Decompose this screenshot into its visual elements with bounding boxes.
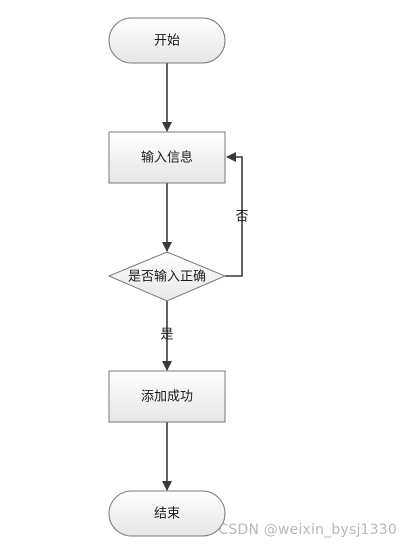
input-info-node: 输入信息 (108, 131, 226, 184)
input-info-label: 输入信息 (141, 150, 193, 166)
start-node: 开始 (108, 17, 226, 64)
edge-decision-no-loop (225, 152, 243, 277)
start-terminator-shape (108, 17, 226, 64)
success-process-shape (108, 370, 226, 423)
success-node: 添加成功 (108, 370, 226, 423)
decision-node: 是否输入正确 (107, 251, 227, 302)
input-info-process-shape (108, 131, 226, 184)
edge-label-no: 否 (235, 210, 248, 225)
decision-label: 是否输入正确 (128, 269, 206, 285)
end-node: 结束 (108, 490, 226, 537)
edge-label-yes: 是 (160, 328, 173, 343)
end-label: 结束 (154, 507, 180, 522)
watermark-text: CSDN @weixin_bysj1330 (218, 522, 397, 538)
start-label: 开始 (154, 34, 180, 49)
end-terminator-shape (108, 490, 226, 537)
decision-diamond-shape (107, 251, 227, 302)
success-label: 添加成功 (141, 390, 193, 405)
